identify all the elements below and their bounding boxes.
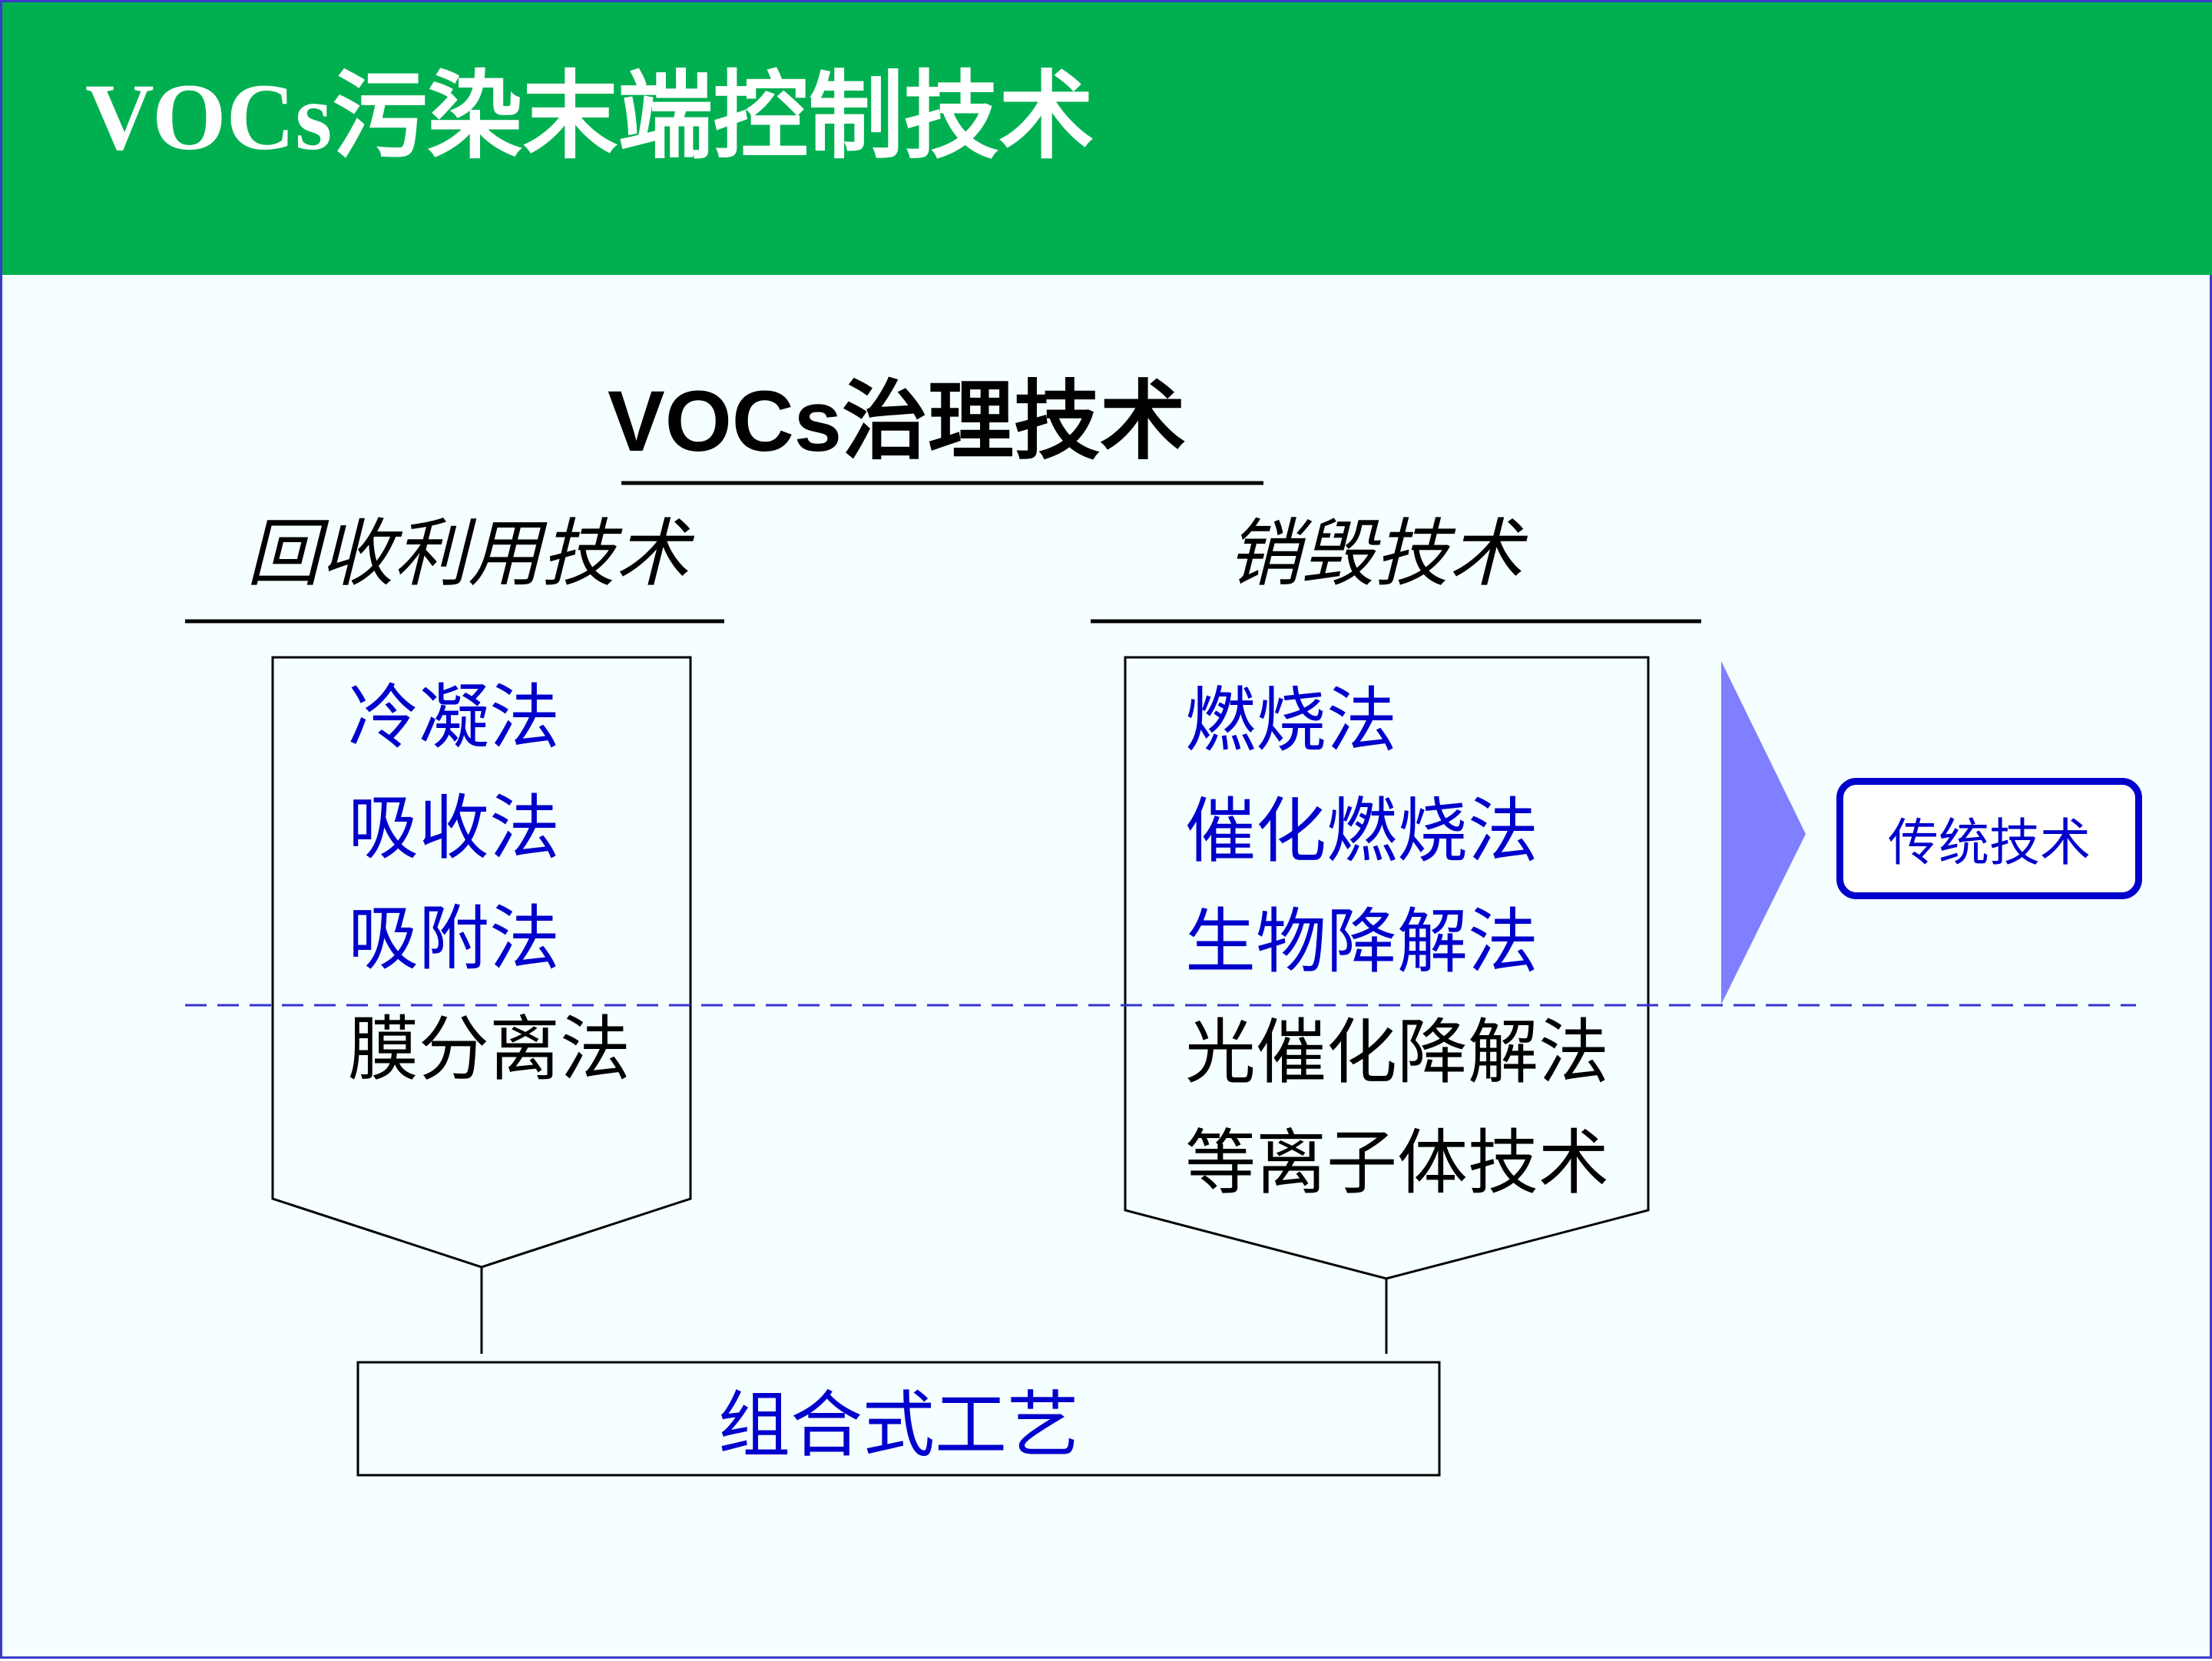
method-biodegradation: 生物降解法 (1185, 901, 1539, 983)
method-list-destruction: 燃烧法 催化燃烧法 生物降解法 光催化降解法 等离子体技术 (1185, 666, 1609, 1219)
category-title-recovery: 回收利用技术 (247, 511, 689, 597)
combination-process-label: 组合式工艺 (717, 1384, 1079, 1467)
method-catalytic-combustion: 催化燃烧法 (1185, 790, 1539, 872)
method-plasma: 等离子体技术 (1185, 1122, 1610, 1204)
method-condensation: 冷凝法 (348, 677, 561, 759)
traditional-tech-label: 传统技术 (1836, 778, 2142, 899)
diagram-title: VOCs治理技术 (608, 373, 1186, 469)
pentagon-destruction (1124, 656, 1650, 1280)
method-combustion: 燃烧法 (1185, 680, 1398, 762)
slide-title: VOCs污染末端控制技术 (85, 65, 1094, 170)
method-membrane-separation: 膜分离法 (348, 1008, 631, 1090)
category-title-destruction: 销毁技术 (1227, 511, 1522, 597)
pentagon-recovery (271, 656, 692, 1269)
title-banner: VOCs污染末端控制技术 (2, 2, 2212, 275)
combination-box (356, 1361, 1441, 1477)
traditional-arrow (1721, 661, 1806, 1004)
method-list-recovery: 冷凝法 吸收法 吸附法 膜分离法 (348, 663, 631, 1105)
method-absorption: 吸收法 (348, 787, 561, 869)
method-photocatalytic-degradation: 光催化降解法 (1185, 1011, 1610, 1094)
method-adsorption: 吸附法 (348, 898, 561, 980)
